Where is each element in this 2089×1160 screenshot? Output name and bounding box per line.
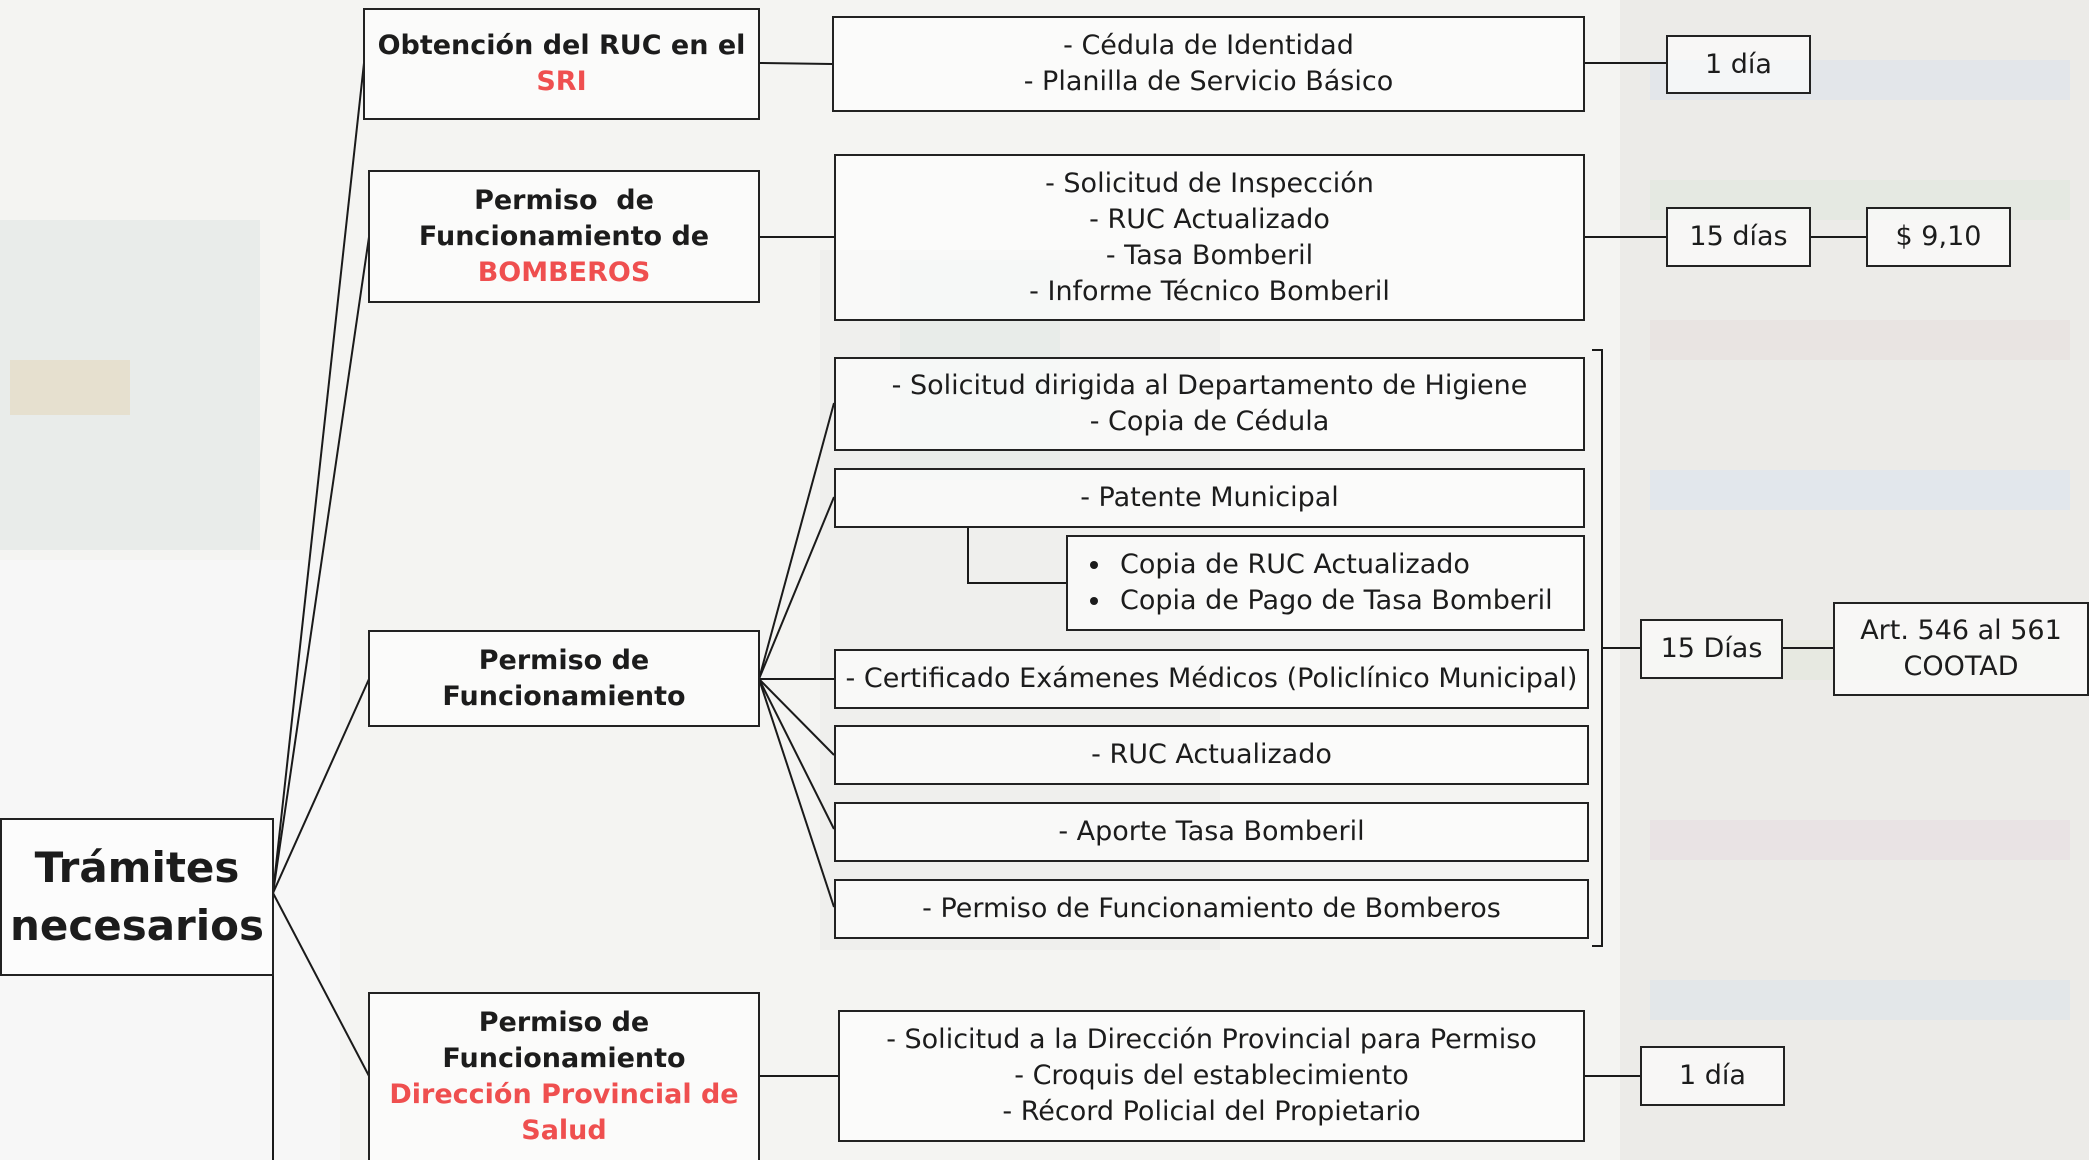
bullet-text: Copia de Pago de Tasa Bomberil bbox=[1120, 585, 1553, 616]
procedure-bomberos-time: 15 días bbox=[1666, 207, 1811, 267]
requirement-item: - Patente Municipal bbox=[1080, 482, 1339, 513]
time-label: 15 días bbox=[1689, 221, 1788, 252]
procedure-salud-time: 1 día bbox=[1640, 1046, 1785, 1106]
requirement-item: - Croquis del establecimiento bbox=[1014, 1060, 1409, 1091]
requirement-item: - Solicitud de Inspección bbox=[1045, 167, 1374, 199]
procedure-title-text: Permiso de bbox=[478, 1007, 650, 1038]
root-node: Trámites necesarios bbox=[0, 818, 274, 976]
requirement-item: - Informe Técnico Bomberil bbox=[1029, 275, 1390, 307]
cost-label: $ 9,10 bbox=[1895, 221, 1982, 252]
procedure-title-text: Permiso de bbox=[478, 644, 650, 676]
legal-text: COOTAD bbox=[1903, 651, 2019, 682]
requirement-item: - Aporte Tasa Bomberil bbox=[1058, 816, 1365, 847]
procedure-funcionamiento-title: Permiso de Funcionamiento bbox=[368, 630, 760, 727]
bullet-item: Copia de Pago de Tasa Bomberil bbox=[1090, 583, 1553, 619]
root-title-line2: necesarios bbox=[9, 901, 265, 950]
patente-sub-requirements: Copia de RUC Actualizado Copia de Pago d… bbox=[1066, 535, 1585, 631]
procedure-sri-title: Obtención del RUC en el SRI bbox=[363, 8, 760, 120]
bullet-item: Copia de RUC Actualizado bbox=[1090, 547, 1470, 583]
procedure-sri-time: 1 día bbox=[1666, 35, 1811, 94]
bullet-icon bbox=[1090, 597, 1098, 605]
requirement-certificado: - Certificado Exámenes Médicos (Policlín… bbox=[834, 649, 1589, 709]
procedure-title-text: Funcionamiento bbox=[442, 1043, 686, 1074]
requirement-item: - RUC Actualizado bbox=[1091, 739, 1332, 770]
time-label: 1 día bbox=[1705, 48, 1772, 80]
requirement-item: - Certificado Exámenes Médicos (Policlín… bbox=[845, 663, 1578, 694]
procedure-title-highlight: BOMBEROS bbox=[477, 256, 651, 288]
procedure-sri-requirements: - Cédula de Identidad - Planilla de Serv… bbox=[832, 16, 1585, 112]
procedure-funcionamiento-legal: Art. 546 al 561 COOTAD bbox=[1833, 602, 2089, 696]
requirement-item: - Planilla de Servicio Básico bbox=[1023, 66, 1394, 97]
time-label: 1 día bbox=[1679, 1060, 1746, 1091]
procedure-title-text: Obtención del RUC en el bbox=[377, 30, 746, 61]
legal-text: Art. 546 al 561 bbox=[1860, 615, 2062, 646]
procedure-title-highlight: Salud bbox=[521, 1115, 607, 1146]
procedure-bomberos-requirements: - Solicitud de Inspección - RUC Actualiz… bbox=[834, 154, 1585, 321]
requirement-item: - Solicitud a la Dirección Provincial pa… bbox=[886, 1024, 1537, 1055]
procedure-bomberos-cost: $ 9,10 bbox=[1866, 207, 2011, 267]
requirement-item: - Tasa Bomberil bbox=[1105, 239, 1314, 271]
requirement-permiso-bomberos: - Permiso de Funcionamiento de Bomberos bbox=[834, 879, 1589, 939]
requirement-item: - RUC Actualizado bbox=[1089, 203, 1330, 235]
procedure-title-highlight: SRI bbox=[536, 66, 587, 97]
root-title-line1: Trámites bbox=[34, 843, 240, 892]
requirement-item: - Cédula de Identidad bbox=[1063, 30, 1354, 61]
requirement-ruc: - RUC Actualizado bbox=[834, 725, 1589, 785]
procedure-salud-title: Permiso de Funcionamiento Dirección Prov… bbox=[368, 992, 760, 1160]
bullet-icon bbox=[1090, 561, 1098, 569]
procedure-title-text: Permiso de bbox=[474, 184, 654, 216]
procedure-title-text: Funcionamiento de bbox=[418, 220, 710, 252]
procedure-bomberos-title: Permiso de Funcionamiento de BOMBEROS bbox=[368, 170, 760, 303]
requirement-aporte: - Aporte Tasa Bomberil bbox=[834, 802, 1589, 862]
procedure-title-highlight: Dirección Provincial de bbox=[389, 1079, 739, 1110]
requirement-higiene: - Solicitud dirigida al Departamento de … bbox=[834, 357, 1585, 451]
requirement-item: - Permiso de Funcionamiento de Bomberos bbox=[922, 893, 1501, 924]
requirement-patente: - Patente Municipal bbox=[834, 468, 1585, 528]
requirement-item: - Solicitud dirigida al Departamento de … bbox=[891, 370, 1528, 401]
requirement-item: - Récord Policial del Propietario bbox=[1002, 1096, 1421, 1127]
time-label: 15 Días bbox=[1660, 633, 1763, 664]
procedure-funcionamiento-time: 15 Días bbox=[1640, 619, 1783, 679]
requirement-item: - Copia de Cédula bbox=[1089, 406, 1330, 437]
bullet-text: Copia de RUC Actualizado bbox=[1120, 549, 1470, 580]
procedure-title-text: Funcionamiento bbox=[442, 680, 686, 712]
procedure-salud-requirements: - Solicitud a la Dirección Provincial pa… bbox=[838, 1010, 1585, 1142]
